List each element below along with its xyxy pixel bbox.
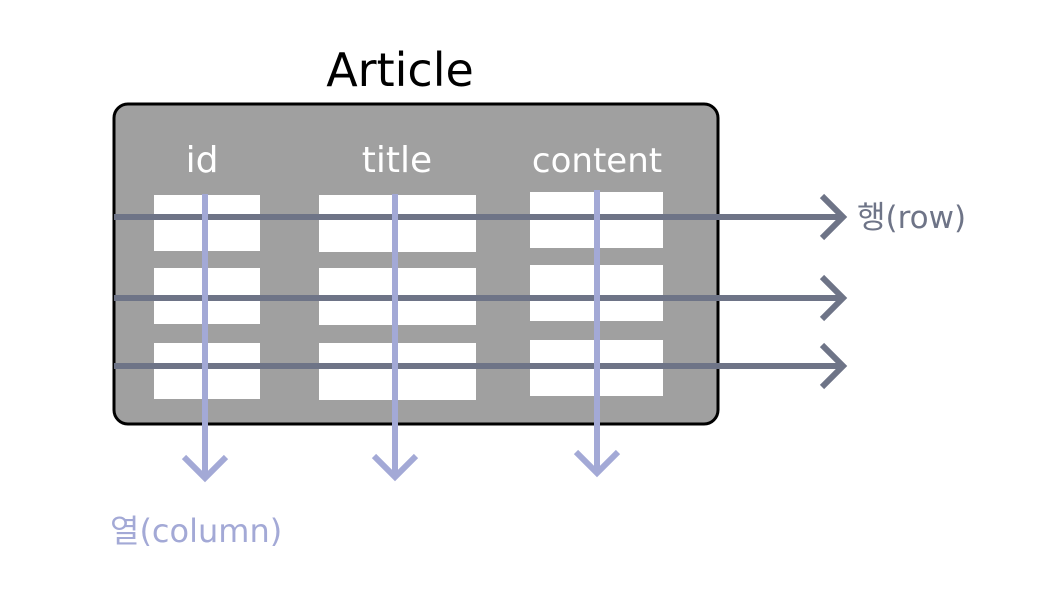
row-label: 행(row) bbox=[857, 200, 966, 236]
row-arrow bbox=[114, 274, 848, 322]
column-arrow bbox=[371, 194, 419, 482]
row-arrow bbox=[114, 342, 848, 390]
column-header-title: title bbox=[362, 140, 432, 181]
diagram-title: Article bbox=[326, 43, 474, 97]
column-label: 열(column) bbox=[110, 512, 282, 550]
column-header-content: content bbox=[532, 141, 662, 181]
column-header-id: id bbox=[186, 140, 219, 181]
column-arrow bbox=[181, 194, 229, 483]
column-arrow bbox=[573, 190, 621, 478]
row-arrow bbox=[114, 193, 848, 241]
